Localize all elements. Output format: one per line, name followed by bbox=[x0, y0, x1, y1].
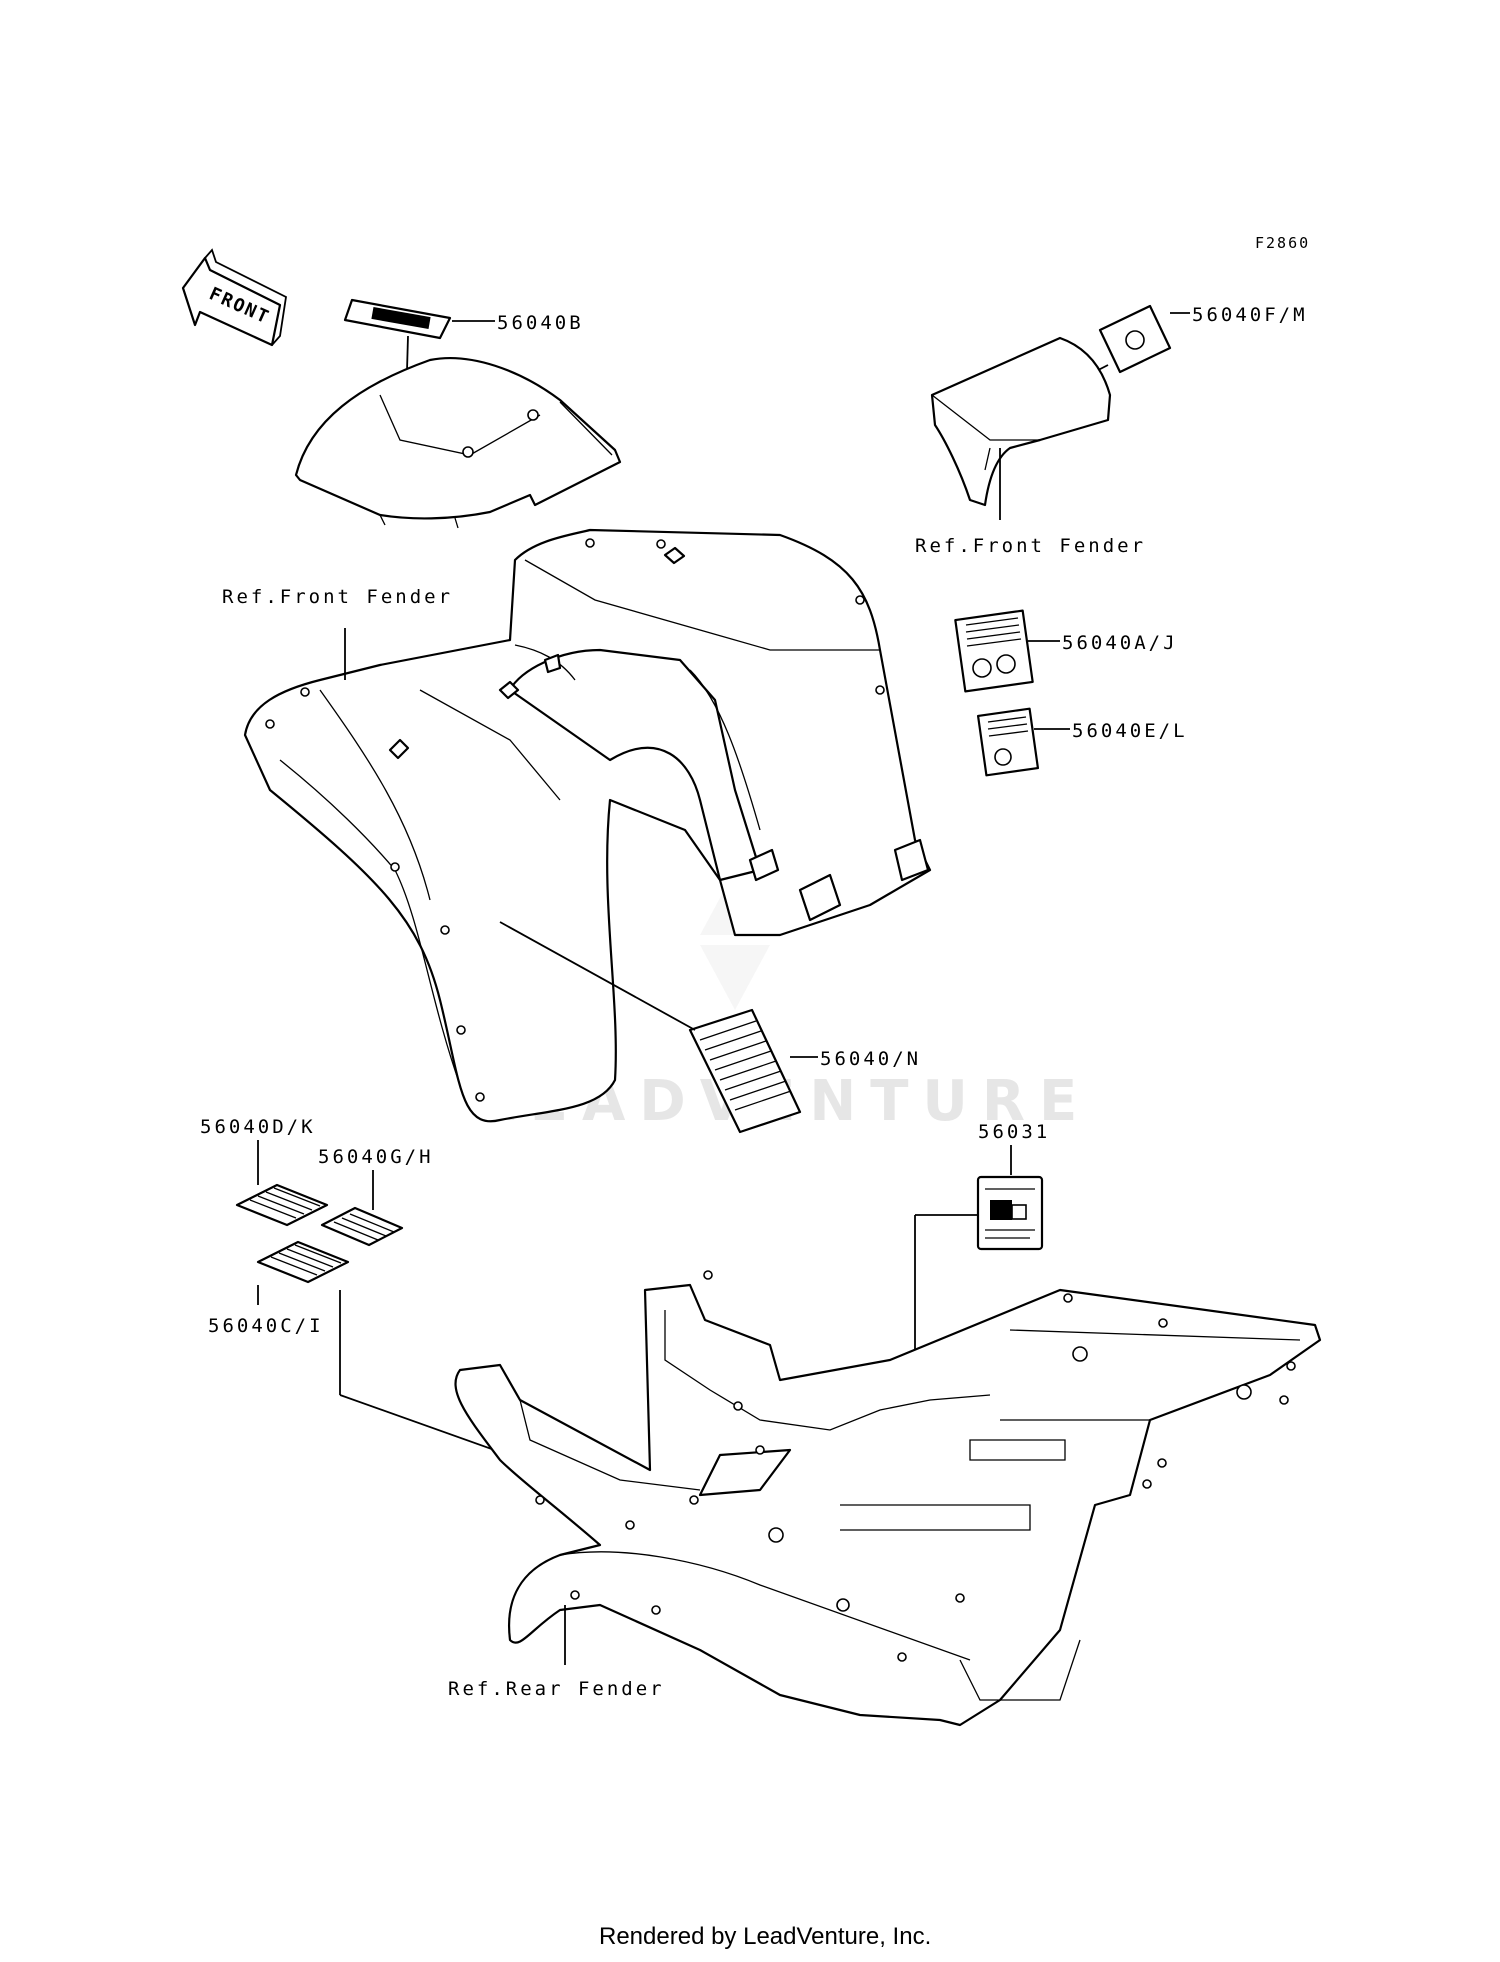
callout-56040fm: 56040F/M bbox=[1192, 304, 1308, 326]
footer-credit: Rendered by LeadVenture, Inc. bbox=[599, 1923, 931, 1950]
rear-fender bbox=[454, 1270, 1322, 1727]
decal-56040gh bbox=[320, 1206, 404, 1247]
decal-56040ci bbox=[256, 1240, 350, 1284]
figure-code: F2860 bbox=[1255, 234, 1310, 252]
callout-56040n: 56040/N bbox=[820, 1048, 921, 1070]
decal-56040aj bbox=[954, 609, 1034, 693]
front-fender bbox=[243, 528, 932, 1123]
callout-56040el: 56040E/L bbox=[1072, 720, 1188, 742]
front-cover-right bbox=[930, 336, 1112, 507]
callout-56040aj: 56040A/J bbox=[1062, 632, 1178, 654]
front-arrow-icon: FRONT bbox=[181, 248, 287, 347]
ref-front-fender-left: Ref.Front Fender bbox=[222, 586, 453, 608]
decal-56040b bbox=[343, 298, 452, 340]
callout-56040gh: 56040G/H bbox=[318, 1146, 434, 1168]
label-56031 bbox=[976, 1175, 1044, 1251]
callout-56040dk: 56040D/K bbox=[200, 1116, 316, 1138]
ref-front-fender-right: Ref.Front Fender bbox=[915, 535, 1146, 557]
decal-56040n bbox=[688, 1008, 802, 1134]
callout-56040ci: 56040C/I bbox=[208, 1315, 324, 1337]
decal-56040dk bbox=[235, 1183, 329, 1227]
callout-56040b: 56040B bbox=[497, 312, 584, 334]
callout-56031: 56031 bbox=[978, 1121, 1050, 1143]
decal-56040fm bbox=[1098, 304, 1172, 374]
front-cover-left bbox=[294, 357, 622, 529]
ref-rear-fender: Ref.Rear Fender bbox=[448, 1678, 665, 1700]
decal-56040el bbox=[976, 707, 1040, 777]
